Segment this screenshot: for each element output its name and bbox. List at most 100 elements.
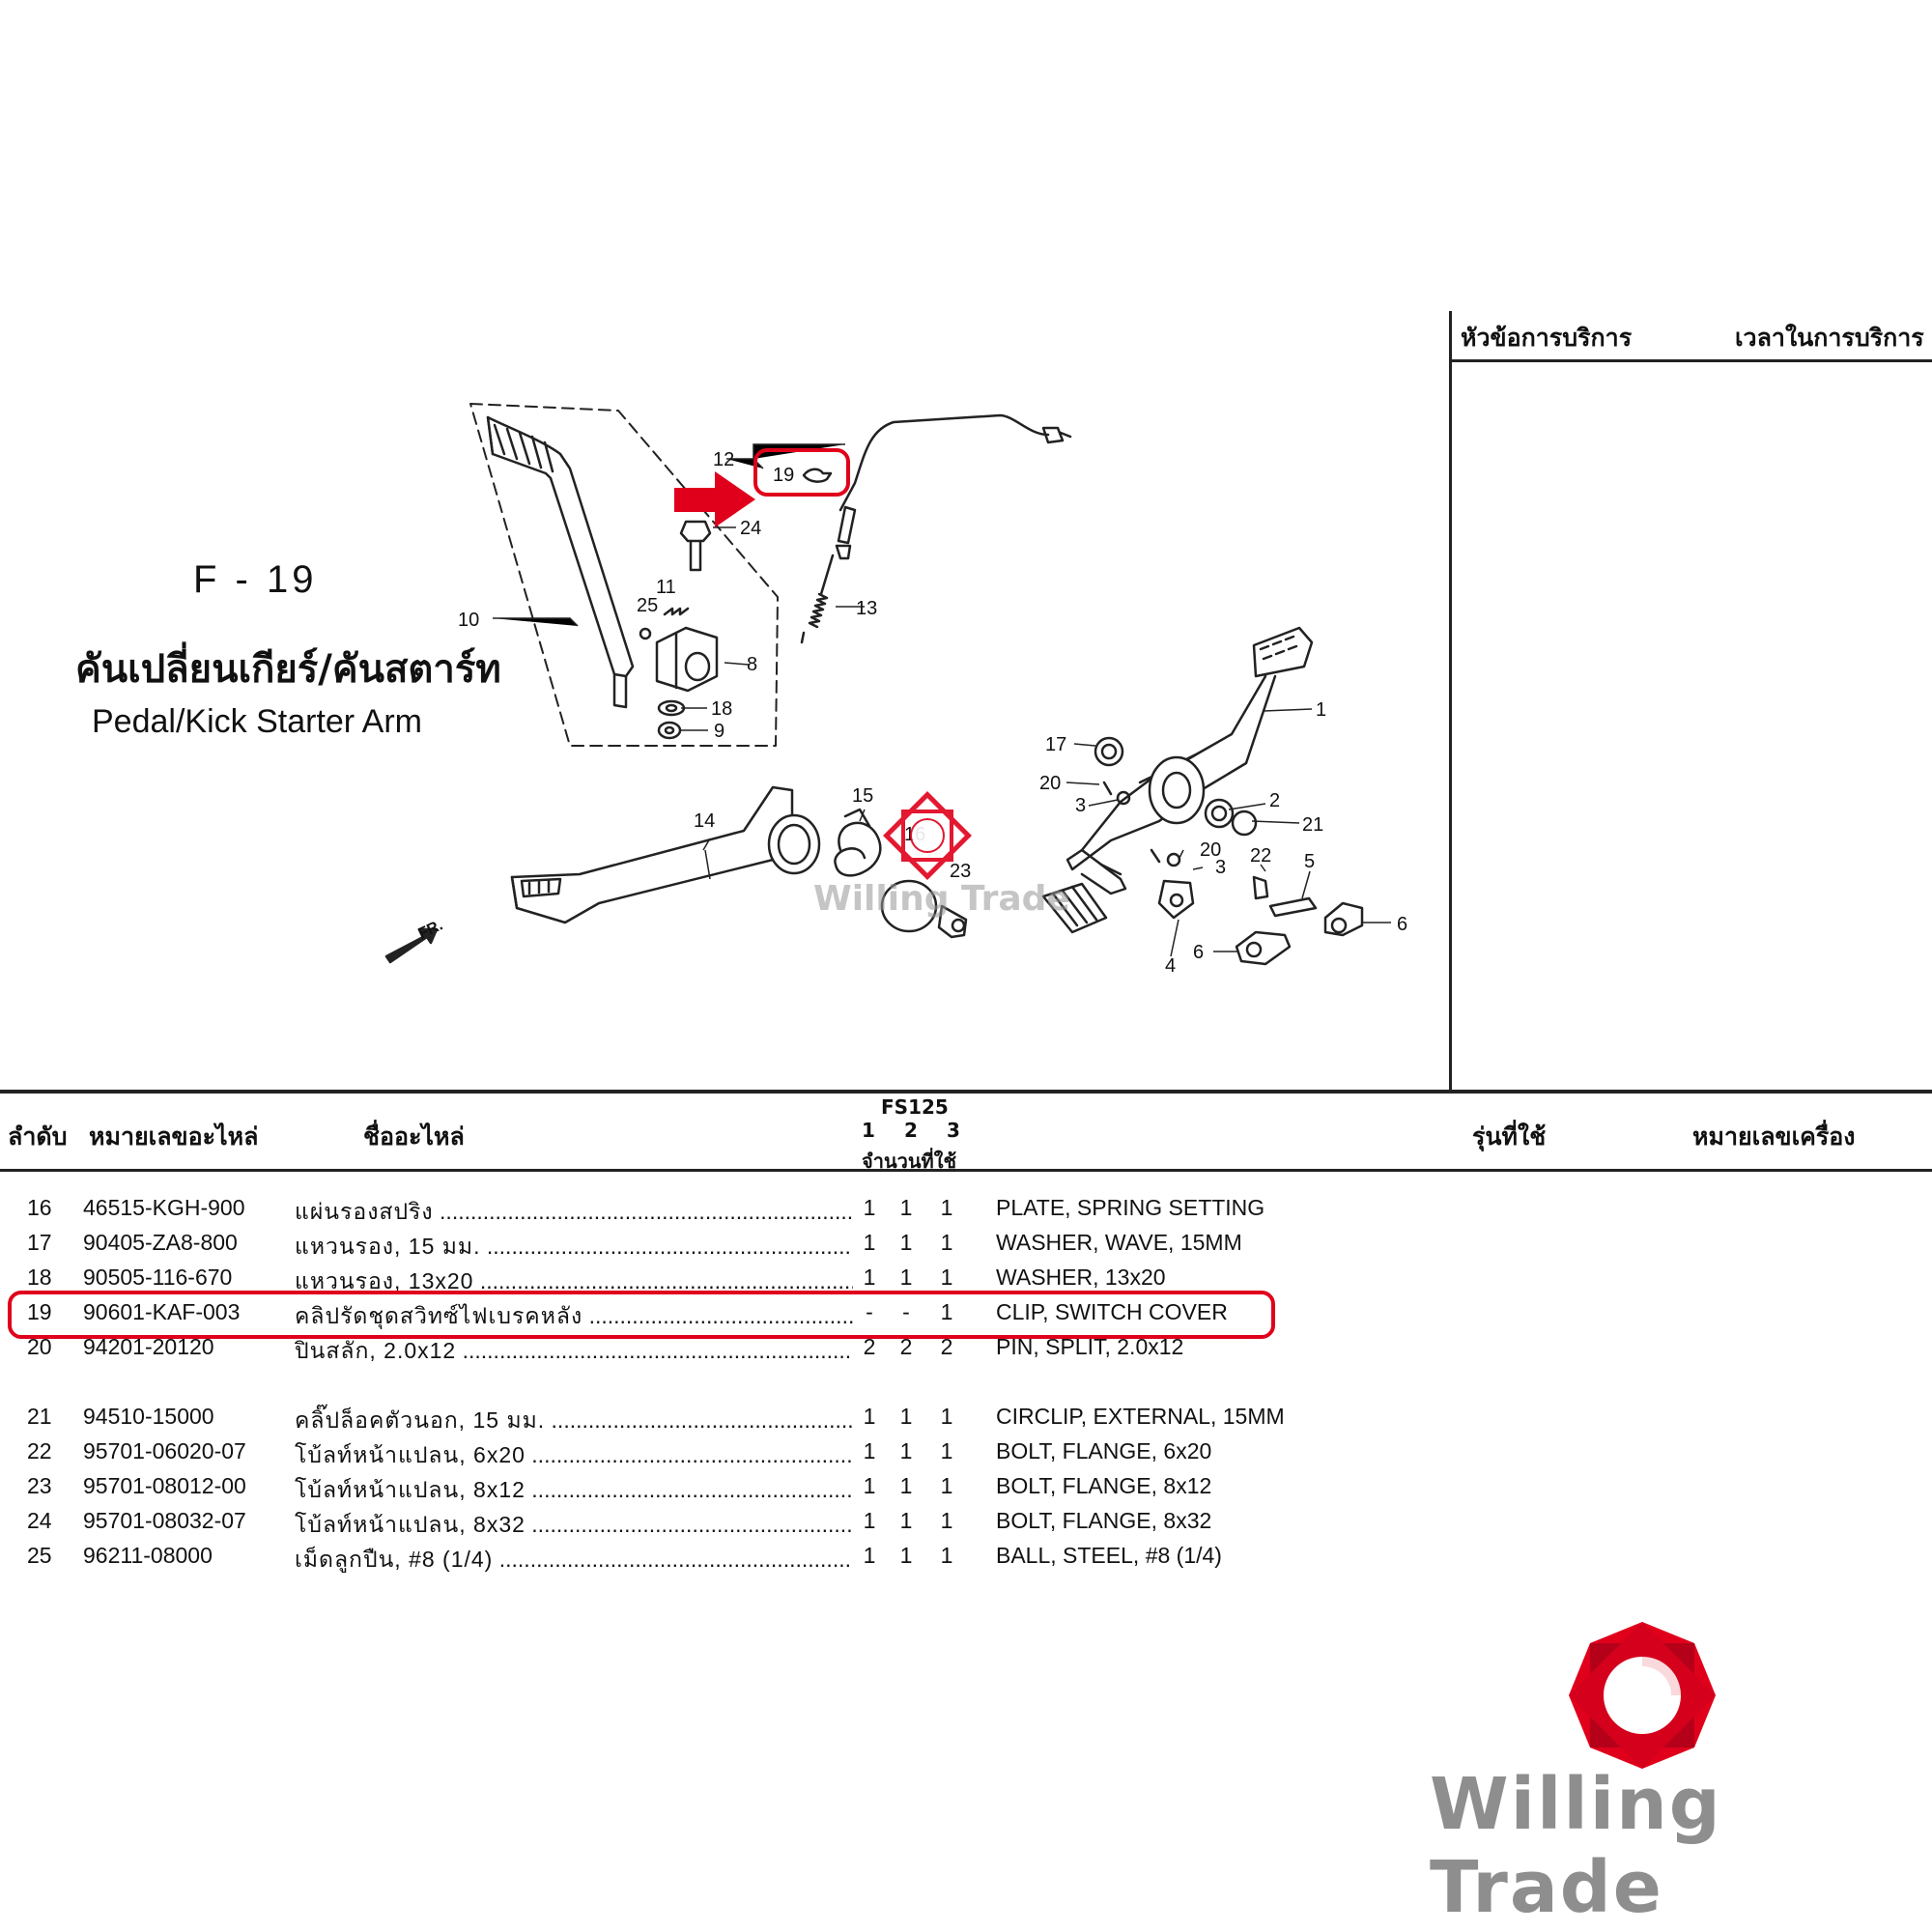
washer-17 [1094, 736, 1124, 767]
header-col-2: 2 [904, 1119, 918, 1142]
row-qty-1: - [866, 1299, 873, 1324]
callout-14: 14 [694, 810, 715, 832]
washer-9 [657, 721, 682, 740]
callout-13: 13 [856, 598, 877, 619]
row-qty-2: 1 [899, 1404, 913, 1429]
figure-title-thai: คันเปลี่ยนเกียร์/คันสตาร์ท [75, 647, 501, 692]
row-qty-1: 1 [863, 1438, 876, 1463]
callout-6-b: 6 [1193, 942, 1204, 963]
row-qty-3: 2 [940, 1334, 953, 1359]
row-qty-3: 1 [940, 1508, 953, 1533]
service-topic-header: หัวข้อการบริการ [1461, 324, 1633, 352]
header-no: ลำดับ [8, 1122, 68, 1151]
table-row: 22 95701-06020-07 โบ้ลท์หน้าแปลน, 6x20 .… [0, 1438, 1352, 1473]
callout-8: 8 [747, 654, 757, 675]
row-part-number: 95701-06020-07 [83, 1438, 246, 1463]
row-part-number: 90601-KAF-003 [83, 1299, 241, 1324]
row-name-english: BALL, STEEL, #8 (1/4) [996, 1543, 1222, 1568]
row-qty-1: 2 [863, 1334, 876, 1359]
row-name-thai: โบ้ลท์หน้าแปลน, 6x20 ...................… [295, 1442, 853, 1467]
row-name-english: WASHER, 13x20 [996, 1264, 1166, 1290]
callout-24: 24 [740, 518, 761, 539]
circlip-21 [1231, 810, 1258, 837]
table-row: 25 96211-08000 เม็ดลูกปืน, #8 (1/4) ....… [0, 1543, 1352, 1577]
washer-18 [657, 699, 686, 717]
row-name-thai: แหวนรอง, 13x20 .........................… [295, 1268, 853, 1293]
bolt-23 [937, 904, 968, 939]
callout-3-a: 3 [1075, 795, 1086, 816]
header-engine-number: หมายเลขเครื่อง [1692, 1122, 1856, 1151]
brand-logo-emblem [1569, 1622, 1716, 1769]
row-qty-2: 1 [899, 1508, 913, 1533]
header-col-1: 1 [862, 1119, 875, 1142]
header-applicable-models: รุ่นที่ใช้ [1472, 1122, 1547, 1151]
table-row: 21 94510-15000 คลิ๊ปล็อคตัวนอก, 15 มม. .… [0, 1404, 1352, 1438]
callout-9: 9 [714, 721, 724, 742]
row-qty-3: 1 [940, 1230, 953, 1255]
callout-10: 10 [458, 610, 479, 631]
callout-23: 23 [950, 861, 971, 882]
joint-6-b [1235, 930, 1292, 966]
brake-pedal-grip [1041, 882, 1108, 934]
gearshift-pedal [510, 785, 821, 924]
watermark-text: Willing Trade [813, 879, 1070, 919]
row-no: 18 [27, 1264, 52, 1290]
callout-4: 4 [1165, 955, 1176, 977]
callout-17: 17 [1045, 734, 1066, 755]
row-qty-1: 1 [863, 1473, 876, 1498]
bolt-22 [1252, 875, 1269, 900]
row-qty-3: 1 [940, 1473, 953, 1498]
row-qty-2: 1 [899, 1438, 913, 1463]
row-qty-2: 1 [899, 1195, 913, 1220]
row-no: 22 [27, 1438, 52, 1463]
kick-starter-arm [486, 415, 635, 709]
exploded-parts-diagram: 1 2 3 3 4 5 6 6 8 9 10 11 12 13 14 15 16… [384, 403, 1407, 977]
row-name-thai: โบ้ลท์หน้าแปลน, 8x12 ...................… [295, 1477, 853, 1502]
watermark-emblem [883, 791, 972, 880]
highlight-arrow [674, 471, 755, 527]
kick-starter-kit-outline [469, 403, 779, 747]
clip-19-part [802, 468, 833, 483]
row-qty-2: 2 [899, 1334, 913, 1359]
callout-22: 22 [1250, 845, 1271, 867]
callout-1: 1 [1316, 699, 1326, 721]
row-qty-3: 1 [940, 1195, 953, 1220]
row-no: 17 [27, 1230, 52, 1255]
row-name-thai: คลิ๊ปล็อคตัวนอก, 15 มม. ................… [295, 1407, 853, 1433]
row-name-thai: โบ้ลท์หน้าแปลน, 8x32 ...................… [295, 1512, 853, 1537]
row-name-english: BOLT, FLANGE, 8x32 [996, 1508, 1212, 1533]
row-name-thai: แหวนรอง, 15 มม. ........................… [295, 1234, 853, 1259]
row-name-english: PLATE, SPRING SETTING [996, 1195, 1265, 1220]
front-arrow [384, 927, 439, 964]
pin-20-b [1150, 848, 1161, 864]
header-part-name: ชื่ออะไหล่ [363, 1122, 465, 1151]
plate-16 [880, 879, 938, 933]
callout-18: 18 [711, 698, 732, 720]
callout-19: 19 [773, 465, 794, 486]
row-qty-2: 1 [899, 1230, 913, 1255]
ball-25 [639, 627, 652, 640]
row-qty-2: 1 [899, 1473, 913, 1498]
row-name-thai: คลิปรัดชุดสวิทซ์ไฟเบรคหลัง .............… [295, 1303, 853, 1328]
callout-21: 21 [1302, 814, 1323, 836]
table-row-highlighted: 19 90601-KAF-003 คลิปรัดชุดสวิทซ์ไฟเบรคห… [0, 1299, 1352, 1334]
row-part-number: 94510-15000 [83, 1404, 214, 1429]
row-qty-1: 1 [863, 1543, 876, 1568]
kick-pivot-boss [655, 626, 719, 693]
row-part-number: 90405-ZA8-800 [83, 1230, 238, 1255]
row-no: 21 [27, 1404, 52, 1429]
row-name-thai: ปิ่นสลัก, 2.0x12 .......................… [295, 1338, 853, 1363]
callout-6-a: 6 [1397, 914, 1407, 935]
row-qty-3: 1 [940, 1264, 953, 1290]
washer-3-b [1166, 852, 1181, 867]
figure-title-english: Pedal/Kick Starter Arm [92, 703, 423, 740]
callout-3-b: 3 [1215, 857, 1226, 878]
row-part-number: 90505-116-670 [83, 1264, 233, 1290]
row-part-number: 95701-08012-00 [83, 1473, 246, 1498]
row-qty-3: 1 [940, 1438, 953, 1463]
callout-5: 5 [1304, 851, 1315, 872]
table-row: 16 46515-KGH-900 แผ่นรองสปริง ..........… [0, 1195, 1352, 1230]
service-panel-divider [1449, 311, 1452, 1092]
table-row: 20 94201-20120 ปิ่นสลัก, 2.0x12 ........… [0, 1334, 1352, 1369]
bolt-24 [679, 520, 712, 572]
